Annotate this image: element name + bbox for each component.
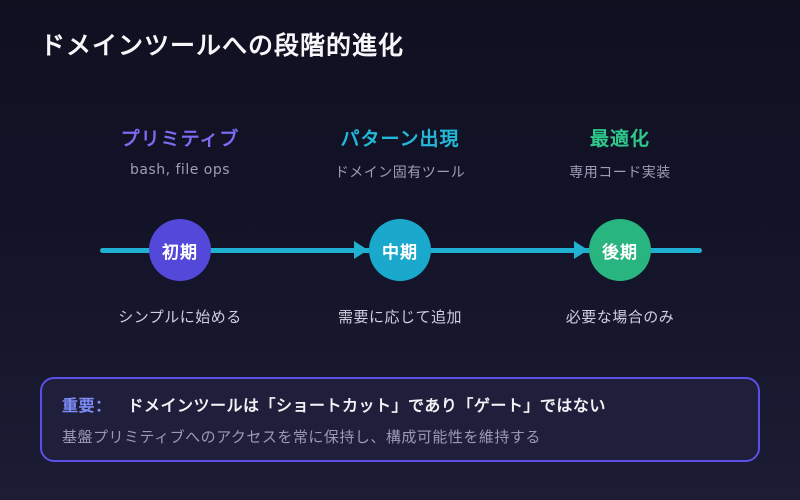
- stage-subtitle: ドメイン固有ツール: [334, 165, 466, 181]
- phase-circle-mid: 中期: [369, 219, 431, 281]
- stage-note: シンプルに始める: [118, 308, 242, 326]
- arrow-right-icon: [574, 241, 588, 259]
- stage-column-optimized: 最適化 専用コード実装: [500, 124, 740, 182]
- stage-title: プリミティブ: [120, 128, 240, 150]
- callout-box: 重要： ドメインツールは「ショートカット」であり「ゲート」ではない 基盤プリミテ…: [40, 377, 760, 462]
- stage-subtitle: bash, file ops: [129, 162, 231, 178]
- stage-note: 必要な場合のみ: [565, 308, 675, 326]
- callout-heading: ドメインツールは「ショートカット」であり「ゲート」ではない: [127, 396, 606, 415]
- page-title: ドメインツールへの段階的進化: [40, 31, 405, 60]
- stage-column-patterns: パターン出現 ドメイン固有ツール: [280, 124, 520, 182]
- arrow-right-icon: [354, 241, 368, 259]
- callout-heading-row: 重要： ドメインツールは「ショートカット」であり「ゲート」ではない: [62, 392, 738, 416]
- phase-circle-early: 初期: [149, 219, 211, 281]
- phase-circle-late: 後期: [589, 219, 651, 281]
- stage-title: パターン出現: [340, 128, 460, 150]
- callout-label: 重要：: [62, 396, 112, 415]
- stage-column-primitive: プリミティブ bash, file ops: [60, 124, 300, 178]
- stage-subtitle: 専用コード実装: [569, 165, 671, 181]
- stage-note: 需要に応じて追加: [337, 308, 462, 326]
- callout-body: 基盤プリミティブへのアクセスを常に保持し、構成可能性を維持する: [62, 428, 541, 446]
- stage-title: 最適化: [589, 128, 650, 150]
